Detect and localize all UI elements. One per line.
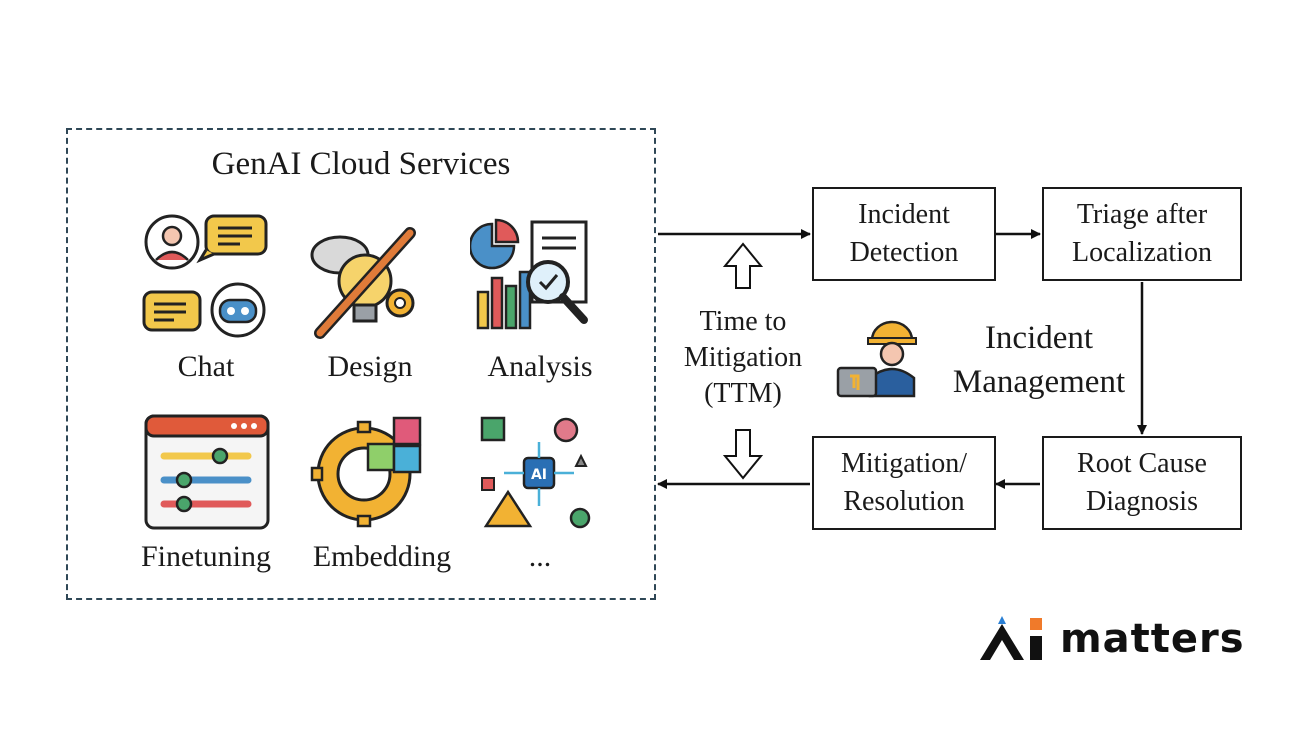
- design-service: [300, 215, 430, 350]
- mitigation-box: Mitigation/ Resolution: [812, 436, 996, 530]
- incident-detection-box: Incident Detection: [812, 187, 996, 281]
- ttm-label: Time to Mitigation (TTM): [683, 306, 803, 409]
- finetuning-label: Finetuning: [140, 540, 271, 573]
- ai-chip-shapes-icon: AI: [480, 416, 591, 529]
- services-title: GenAI Cloud Services: [211, 146, 511, 182]
- analysis-chart-magnifier-icon: [468, 218, 588, 330]
- triage-box: Triage after Localization: [1042, 187, 1242, 281]
- incident-management-label: Incident Management: [952, 320, 1126, 400]
- engineer-worker-icon: [836, 320, 917, 398]
- ai-logo-mark-icon: [980, 616, 1042, 660]
- analysis-label: Analysis: [487, 350, 593, 383]
- ai-more-service: AI: [474, 412, 604, 547]
- root-cause-box: Root Cause Diagnosis: [1042, 436, 1242, 530]
- finetuning-sliders-icon: [144, 414, 270, 530]
- embedding-gear-puzzle-icon: [310, 416, 422, 528]
- chat-label: Chat: [177, 350, 235, 383]
- analysis-service: [468, 212, 600, 347]
- ai-matters-logo: matters: [978, 612, 1244, 668]
- logo-wordmark: matters: [1060, 616, 1245, 662]
- design-lightbulb-pencil-icon: [310, 227, 416, 339]
- finetuning-service: [144, 410, 274, 545]
- genai-services-container: [66, 128, 656, 600]
- embedding-service: [306, 408, 436, 543]
- ttm-down-arrow-icon: [722, 429, 764, 480]
- engineer-figure: [836, 318, 920, 403]
- chat-service: [140, 210, 270, 345]
- chat-bubbles-icon: [142, 214, 268, 338]
- embedding-label: Embedding: [312, 540, 452, 573]
- more-services-label: ...: [528, 540, 552, 573]
- svg-text:AI: AI: [531, 467, 547, 483]
- ttm-up-arrow-icon: [722, 242, 764, 289]
- design-label: Design: [327, 350, 413, 383]
